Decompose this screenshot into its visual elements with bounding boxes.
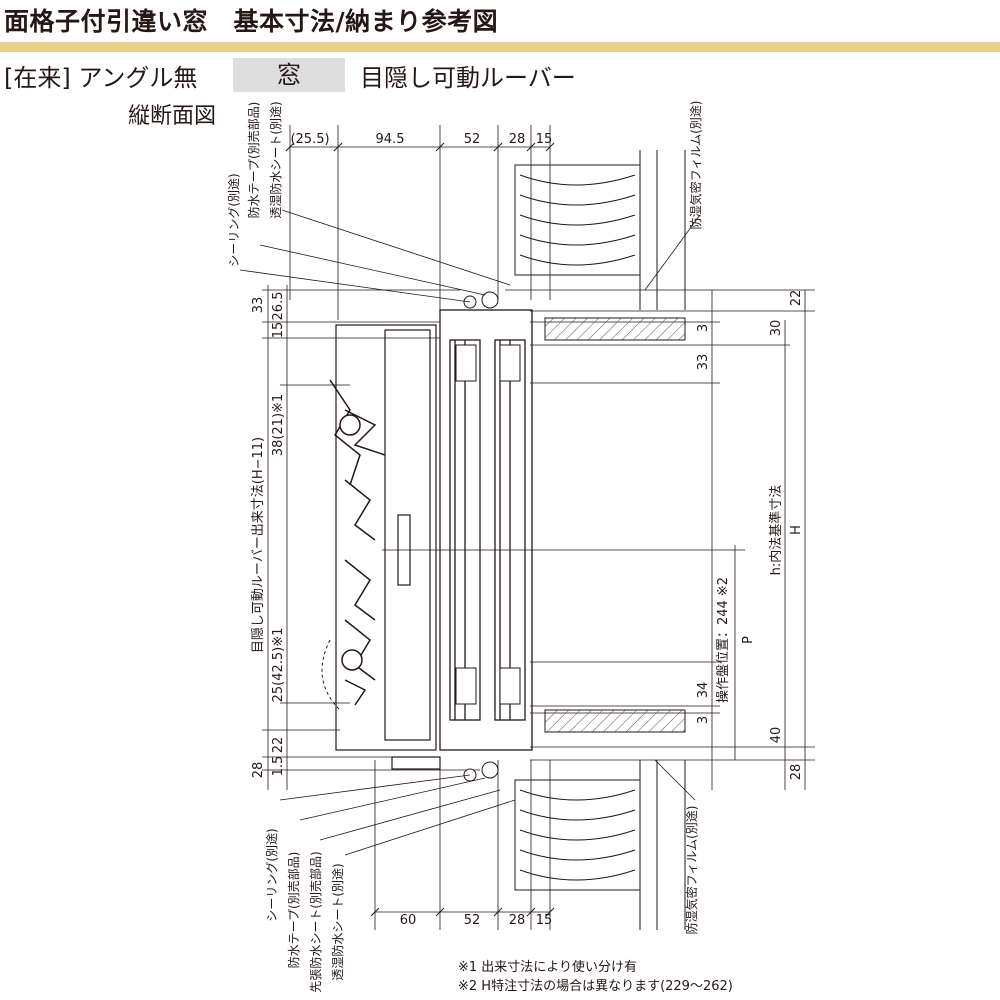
dim-right-P: P [741, 636, 756, 644]
dim-top-3: 52 [464, 132, 481, 147]
callout-top-sheet: 透湿防水シート(別途) [268, 101, 283, 218]
callout-top-film: 防湿気密フィルム(別途) [688, 101, 703, 230]
callout-top-sealing: シーリング(別途) [226, 173, 241, 266]
dim-right-operation: 操作盤位置：244 ※2 [715, 577, 731, 703]
subtitle-tag: 窓 [233, 58, 345, 92]
insulation-top [514, 150, 686, 310]
footnote-1: ※1 出来寸法により使い分け有 [458, 960, 638, 975]
dim-left-28: 28 [251, 762, 266, 779]
callout-bottom-tape: 防水テープ(別売部品) [286, 852, 301, 969]
dim-left-25: 25(42.5)※1 [271, 628, 286, 703]
louver-grille [335, 324, 441, 770]
callout-bottom-sheet: 透湿防水シート(別途) [330, 863, 345, 980]
callout-bottom-sheet-adv: 先張防水シート(別売部品) [308, 851, 323, 992]
title-underline [0, 42, 1000, 52]
dim-right-H: H [789, 525, 804, 535]
callout-leaders [239, 209, 701, 856]
dim-left-33: 33 [251, 297, 266, 314]
interior-head-casing [544, 317, 686, 341]
dim-right-inner: h:内法基準寸法 [768, 485, 784, 576]
dim-right-30: 30 [769, 320, 784, 337]
dim-left-38: 38(21)※1 [271, 394, 286, 456]
dim-top-5: 15 [536, 132, 553, 147]
dim-bottom-1: 60 [400, 913, 417, 928]
bottom-callouts: シーリング(別途) 防水テープ(別売部品) 先張防水シート(別売部品) 透湿防水… [264, 806, 699, 993]
insulation-bottom [514, 760, 686, 930]
interior-sill-casing [544, 709, 686, 733]
footnotes: ※1 出来寸法により使い分け有 ※2 H特注寸法の場合は異なります(229〜26… [458, 958, 733, 996]
dimension-lines [262, 125, 815, 930]
window-frame [439, 309, 533, 751]
dim-top-2: 94.5 [376, 132, 405, 147]
dim-right-33: 33 [696, 354, 711, 371]
right-dimension-labels: 22 3 30 33 h:内法基準寸法 H P 操作盤位置：244 ※2 34 … [696, 290, 804, 781]
callout-bottom-sealing: シーリング(別途) [264, 828, 279, 921]
dim-right-3a: 3 [696, 324, 711, 332]
dim-left-1-5: 1.5 [271, 756, 286, 777]
dim-bottom-3: 28 [509, 913, 526, 928]
sash-hardware [455, 344, 521, 705]
louver-swing-arc [321, 639, 341, 711]
dim-right-40: 40 [769, 727, 784, 744]
dimension-ticks [285, 142, 555, 917]
callout-bottom-film: 防湿気密フィルム(別途) [684, 806, 699, 935]
dim-left-22: 22 [271, 737, 286, 754]
left-dimension-labels: 33 26.5 15 38(21)※1 目隠し可動ルーバー出来寸法(H−11) … [251, 292, 286, 779]
dim-right-28: 28 [789, 764, 804, 781]
subtitle-construction-type: [在来] アングル無 [4, 64, 198, 92]
dim-right-3b: 3 [696, 716, 711, 724]
dim-left-louver: 目隠し可動ルーバー出来寸法(H−11) [251, 437, 266, 653]
dim-bottom-4: 15 [536, 913, 553, 928]
page-title: 面格子付引違い窓 基本寸法/納まり参考図 [4, 7, 499, 36]
dim-bottom-2: 52 [464, 913, 481, 928]
dim-right-34: 34 [696, 682, 711, 699]
louver-blades [329, 379, 386, 706]
dim-left-15: 15 [271, 322, 286, 339]
dim-left-26-5: 26.5 [271, 292, 286, 321]
dim-top-4: 28 [509, 132, 526, 147]
section-caption: 縦断面図 [128, 104, 217, 129]
subtitle-product: 目隠し可動ルーバー [360, 64, 576, 92]
dim-right-22: 22 [789, 290, 804, 307]
callout-top-tape: 防水テープ(別売部品) [246, 102, 261, 219]
footnote-2: ※2 H特注寸法の場合は異なります(229〜262) [458, 979, 733, 994]
top-callouts: シーリング(別途) 防水テープ(別売部品) 透湿防水シート(別途) 防湿気密フィ… [226, 101, 703, 267]
dim-top-1: (25.5) [290, 132, 329, 147]
